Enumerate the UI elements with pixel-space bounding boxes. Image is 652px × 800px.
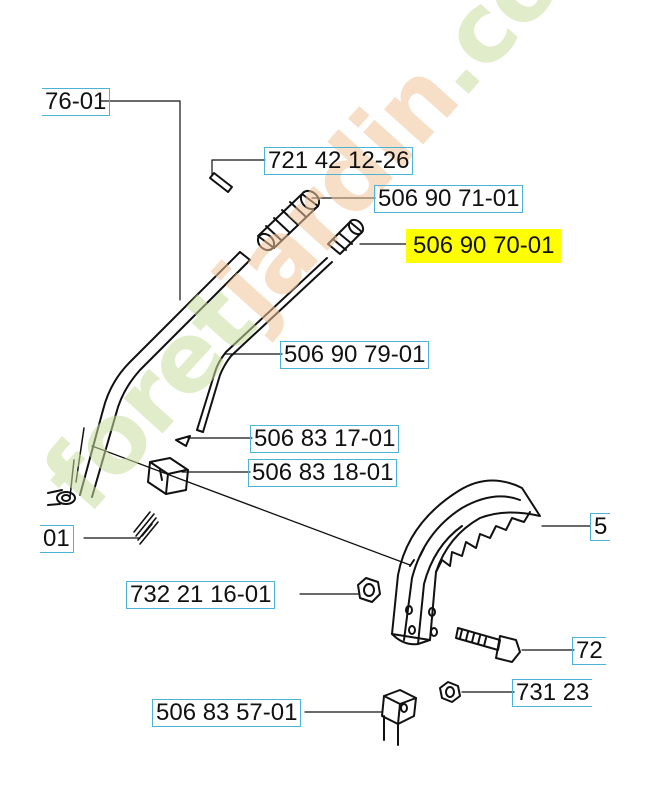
part-label-732-21-16-01[interactable]: 732 21 16-01 <box>126 581 276 609</box>
part-label-731-23[interactable]: 731 23 <box>512 679 593 707</box>
part-label-506-90-79-01[interactable]: 506 90 79-01 <box>280 341 430 369</box>
trigger-cap <box>327 218 365 255</box>
part-label-506-83-18-01[interactable]: 506 83 18-01 <box>248 459 398 487</box>
part-label-506-83-57-01[interactable]: 506 83 57-01 <box>152 699 302 727</box>
leader-lines <box>83 100 591 713</box>
handle-rod <box>47 251 251 506</box>
part-label-506-83-17-01[interactable]: 506 83 17-01 <box>250 425 400 453</box>
part-label-721-42-12-26[interactable]: 721 42 12-26 <box>264 147 414 175</box>
control-rod <box>196 257 333 433</box>
quadrant-gear <box>391 479 541 646</box>
part-label-506-90-70-01-highlighted[interactable]: 506 90 70-01 <box>406 229 562 263</box>
nut-large <box>357 577 381 603</box>
part-label-72[interactable]: 72 <box>572 637 606 665</box>
bracket <box>381 689 417 746</box>
pin <box>209 172 233 193</box>
part-label-01[interactable]: 01 <box>40 525 74 553</box>
wedge <box>175 435 191 447</box>
grip-sleeve <box>256 189 321 252</box>
part-label-5[interactable]: 5 <box>590 513 611 541</box>
part-label-506-90-71-01[interactable]: 506 90 71-01 <box>374 185 524 213</box>
spring <box>133 511 159 545</box>
nut-small <box>439 681 461 703</box>
bolt <box>455 627 521 663</box>
part-label-76-01[interactable]: 76-01 <box>42 88 111 116</box>
